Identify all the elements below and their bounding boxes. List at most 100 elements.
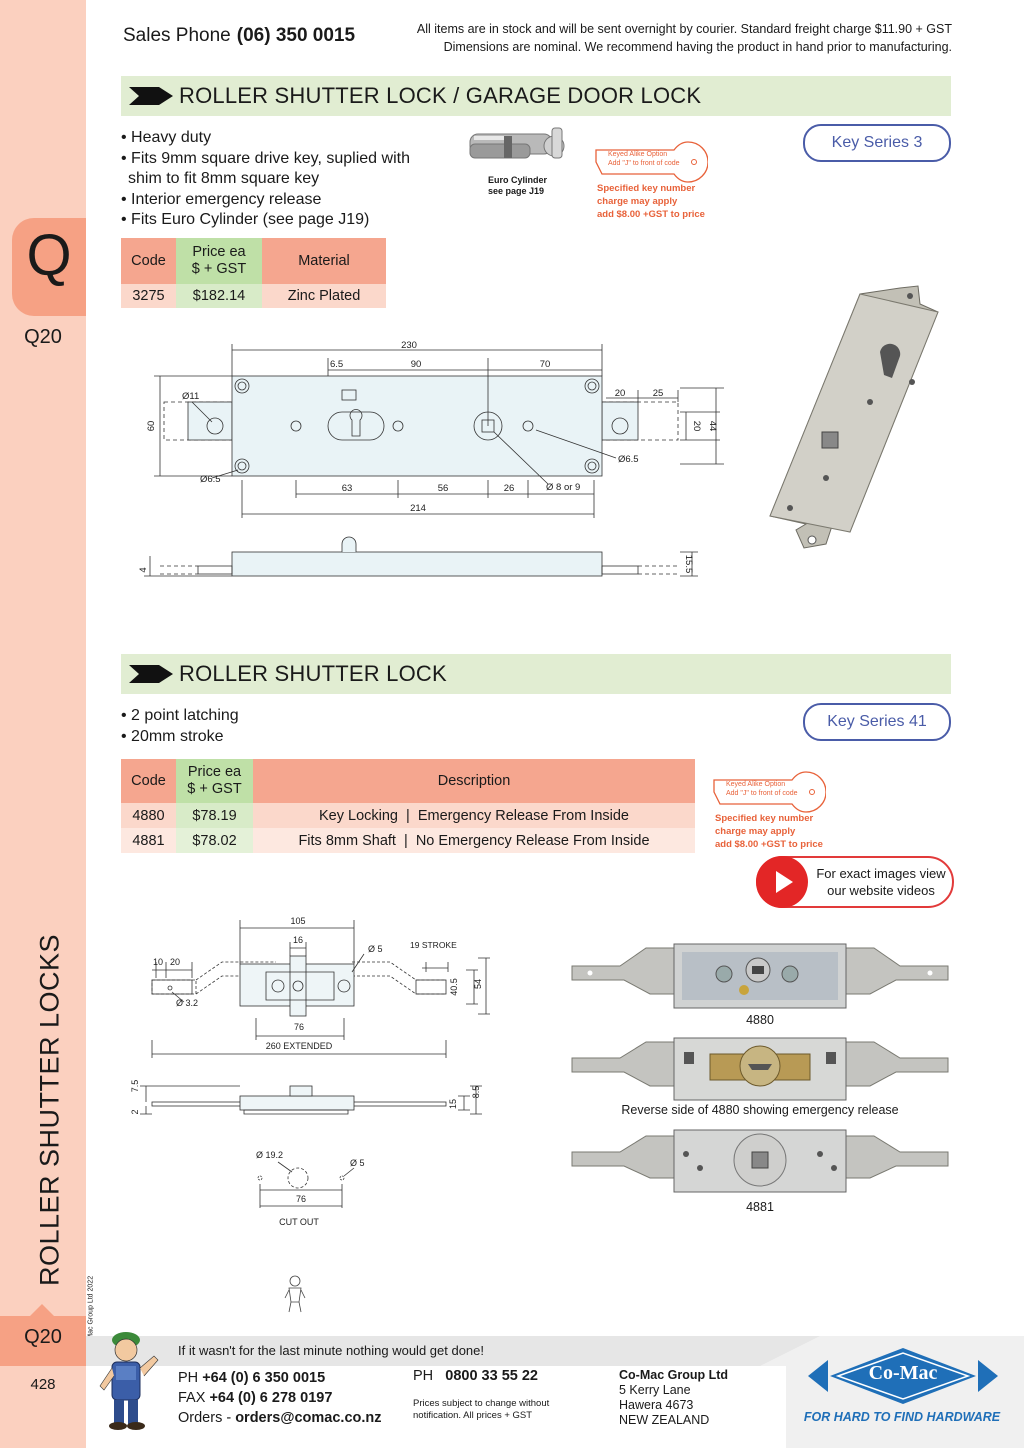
footer-slogan: If it wasn't for the last minute nothing…: [178, 1343, 484, 1358]
section2-title: ROLLER SHUTTER LOCK: [179, 661, 447, 686]
keyed-alike-tag: Keyed Alike Option Add "J" to front of c…: [608, 151, 680, 167]
sidebar-section-title: ROLLER SHUTTER LOCKS: [34, 933, 65, 1287]
table-header: Description: [253, 759, 695, 803]
list-item: • Fits Euro Cylinder (see page J19): [121, 211, 370, 228]
svg-text:26: 26: [504, 483, 515, 494]
euro-cylinder-image: [469, 127, 565, 159]
bottom-tab: [0, 1316, 86, 1366]
key-number-note: Specified key number charge may apply ad…: [715, 813, 823, 850]
photo-caption-4880: 4880: [746, 1013, 774, 1027]
logo-text: Co-Mac: [868, 1362, 938, 1384]
key-number-note: Specified key number charge may apply ad…: [597, 183, 705, 220]
table-header: Price ea$ + GST: [176, 759, 253, 803]
svg-text:Ø 5: Ø 5: [368, 944, 383, 954]
footer-freephone: PH 0800 33 55 22: [413, 1368, 538, 1384]
svg-text:20: 20: [691, 421, 702, 432]
svg-text:15: 15: [448, 1099, 458, 1109]
key-series-3-button[interactable]: Key Series 3: [803, 124, 951, 162]
sidebar-page-code: Q20: [24, 326, 62, 348]
svg-text:Ø 3.2: Ø 3.2: [176, 998, 198, 1008]
svg-text:2: 2: [130, 1109, 140, 1114]
lock-4880-technical-drawing: 105 16 Ø 5 19 STROKE 10 20 Ø 3.2 40.5 54…: [130, 916, 490, 1227]
table-header: Price ea$ + GST: [176, 238, 262, 284]
website-video-link[interactable]: For exact images view our website videos: [756, 856, 954, 908]
lock-4881-photo: [571, 1129, 949, 1193]
svg-text:15.5: 15.5: [683, 555, 694, 574]
list-item: • Fits 9mm square drive key, suplied wit…: [121, 149, 410, 167]
sales-phone: Sales Phone(06) 350 0015: [123, 25, 356, 46]
svg-text:Ø6.5: Ø6.5: [618, 454, 639, 465]
section-tab: [12, 218, 86, 316]
svg-text:4: 4: [138, 567, 149, 572]
svg-text:105: 105: [290, 916, 305, 926]
lock-4880-reverse-photo: [571, 1037, 949, 1101]
photo-caption-reverse: Reverse side of 4880 showing emergency r…: [621, 1103, 899, 1117]
section2-banner: ROLLER SHUTTER LOCK: [121, 654, 951, 694]
table-header: Code: [121, 238, 176, 284]
svg-text:214: 214: [410, 503, 426, 514]
page-number: 428: [30, 1376, 56, 1393]
euro-cylinder-caption: Euro Cylinder see page J19: [488, 175, 548, 196]
svg-text:260 EXTENDED: 260 EXTENDED: [266, 1041, 333, 1051]
table-row: 4881 $78.02 Fits 8mm Shaft | No Emergenc…: [121, 828, 695, 853]
svg-text:230: 230: [401, 340, 417, 351]
section1-title: ROLLER SHUTTER LOCK / GARAGE DOOR LOCK: [179, 83, 702, 108]
section-letter: Q: [26, 223, 72, 288]
comac-logo: [808, 1348, 998, 1404]
arrow-icon: [129, 87, 173, 105]
footer-orders: Orders - orders@comac.co.nz: [178, 1410, 382, 1426]
svg-text:Ø 19.2: Ø 19.2: [256, 1150, 283, 1160]
svg-text:Ø 8 or 9: Ø 8 or 9: [546, 482, 580, 493]
svg-text:16: 16: [293, 935, 303, 945]
list-item: • Interior emergency release: [121, 190, 322, 208]
list-item: • 20mm stroke: [121, 727, 224, 745]
lock-3275-photo: [769, 285, 939, 549]
svg-text:10: 10: [153, 957, 163, 967]
svg-text:70: 70: [540, 359, 551, 370]
list-item: • Heavy duty: [121, 129, 212, 146]
svg-text:8.5: 8.5: [471, 1086, 481, 1099]
footer-fax: FAX +64 (0) 6 278 0197: [178, 1390, 333, 1406]
bottom-page-code: Q20: [24, 1326, 62, 1348]
section1-banner: ROLLER SHUTTER LOCK / GARAGE DOOR LOCK: [121, 76, 951, 116]
svg-text:54: 54: [473, 979, 483, 989]
table-row: 4880 $78.19 Key Locking | Emergency Rele…: [121, 803, 695, 828]
svg-text:Ø6.5: Ø6.5: [200, 474, 221, 485]
key-icon: [713, 771, 826, 813]
svg-text:7.5: 7.5: [130, 1080, 140, 1093]
footer-price-note: Prices subject to change without notific…: [413, 1398, 550, 1421]
svg-text:19 STROKE: 19 STROKE: [410, 940, 457, 950]
table-header: Material: [262, 238, 386, 284]
mascot-icon: [99, 1332, 159, 1430]
orders-email-link[interactable]: orders@comac.co.nz: [235, 1410, 382, 1426]
play-icon: [756, 856, 808, 908]
section1-price-table: Code Price ea$ + GST Material 3275 $182.…: [121, 238, 386, 308]
bottom-tab-notch: [30, 1304, 54, 1316]
section1-features: • Heavy duty • Fits 9mm square drive key…: [121, 128, 410, 231]
keyed-alike-tag: Keyed Alike Option Add "J" to front of c…: [726, 781, 798, 797]
section2-features: • 2 point latching • 20mm stroke: [121, 706, 239, 747]
section2-price-table: Code Price ea$ + GST Description 4880 $7…: [121, 759, 695, 853]
stock-notice: All items are in stock and will be sent …: [416, 22, 952, 54]
key-series-41-button[interactable]: Key Series 41: [803, 703, 951, 741]
svg-text:Ø 5: Ø 5: [350, 1158, 365, 1168]
photo-caption-4881: 4881: [746, 1200, 774, 1214]
lock-4880-photo: [571, 943, 949, 1009]
arrow-icon: [129, 665, 173, 683]
svg-text:40.5: 40.5: [449, 978, 459, 996]
table-header: Code: [121, 759, 176, 803]
svg-text:76: 76: [294, 1022, 304, 1032]
svg-text:90: 90: [411, 359, 422, 370]
svg-text:44: 44: [707, 421, 718, 432]
svg-text:CUT OUT: CUT OUT: [279, 1217, 319, 1227]
svg-text:Ø11: Ø11: [182, 391, 199, 402]
svg-text:63: 63: [342, 483, 353, 494]
svg-text:56: 56: [438, 483, 449, 494]
svg-text:20: 20: [615, 388, 626, 399]
mascot-sketch-icon: [284, 1275, 306, 1313]
svg-text:25: 25: [653, 388, 664, 399]
table-row: 3275 $182.14 Zinc Plated: [121, 284, 386, 308]
svg-text:20: 20: [170, 957, 180, 967]
logo-tagline: FOR HARD TO FIND HARDWARE: [803, 1410, 1001, 1424]
lock-3275-technical-drawing: 230 6.5 90 70 Ø11 60 20 25 20 44 Ø6.5 Ø6…: [138, 340, 724, 577]
